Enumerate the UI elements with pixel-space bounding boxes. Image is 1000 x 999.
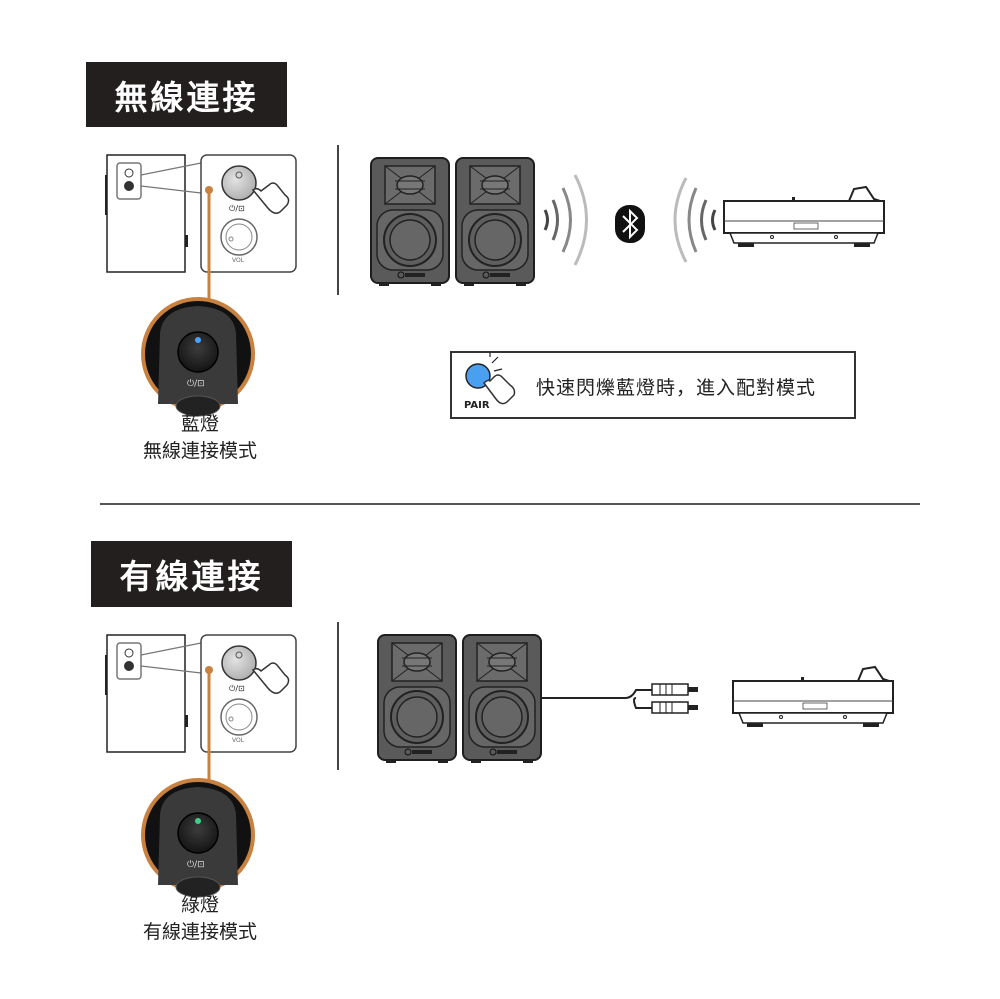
caption-led-color: 藍燈 [180, 413, 219, 435]
bluetooth-icon [615, 205, 645, 243]
pair-button-icon [465, 353, 516, 405]
caption-wireless: 藍燈 無線連接模式 [100, 411, 300, 465]
caption-mode: 無線連接模式 [142, 440, 257, 462]
section-title-wired: 有線連接 [91, 541, 292, 607]
speaker-right [462, 634, 542, 764]
caption-wired: 綠燈 有線連接模式 [100, 892, 300, 946]
turntable [723, 186, 885, 248]
speaker-right [455, 157, 535, 287]
pair-label: PAIR [464, 400, 490, 411]
closeup-power-label: ⏻/⊡ [187, 860, 205, 870]
volume-label: VOL [232, 257, 245, 264]
wireless-waves-left [543, 174, 588, 266]
speaker-back-panel [103, 153, 298, 302]
turntable [732, 666, 894, 728]
blue-led-icon [195, 337, 201, 343]
wireless-waves-right [673, 177, 717, 263]
divider-vertical [337, 622, 339, 770]
green-led-icon [195, 818, 201, 824]
speaker-left [377, 634, 457, 764]
caption-led-color: 綠燈 [180, 894, 219, 916]
pair-hint-box: PAIR 快速閃爍藍燈時，進入配對模式 [450, 351, 856, 419]
closeup-power-label: ⏻/⊡ [187, 379, 205, 389]
rca-cable [541, 683, 698, 714]
divider-vertical [337, 145, 339, 295]
caption-mode: 有線連接模式 [142, 921, 257, 943]
led-closeup-blue [141, 297, 255, 418]
power-mode-label: ⏻/⊡ [229, 684, 245, 693]
speaker-left [370, 157, 450, 287]
power-mode-label: ⏻/⊡ [229, 204, 245, 213]
section-divider [100, 503, 920, 505]
led-closeup-green [141, 778, 255, 899]
section-title-wireless: 無線連接 [86, 62, 287, 127]
speaker-back-panel [103, 633, 298, 782]
pair-hint-text: 快速閃爍藍燈時，進入配對模式 [536, 377, 817, 399]
volume-label: VOL [232, 737, 245, 744]
